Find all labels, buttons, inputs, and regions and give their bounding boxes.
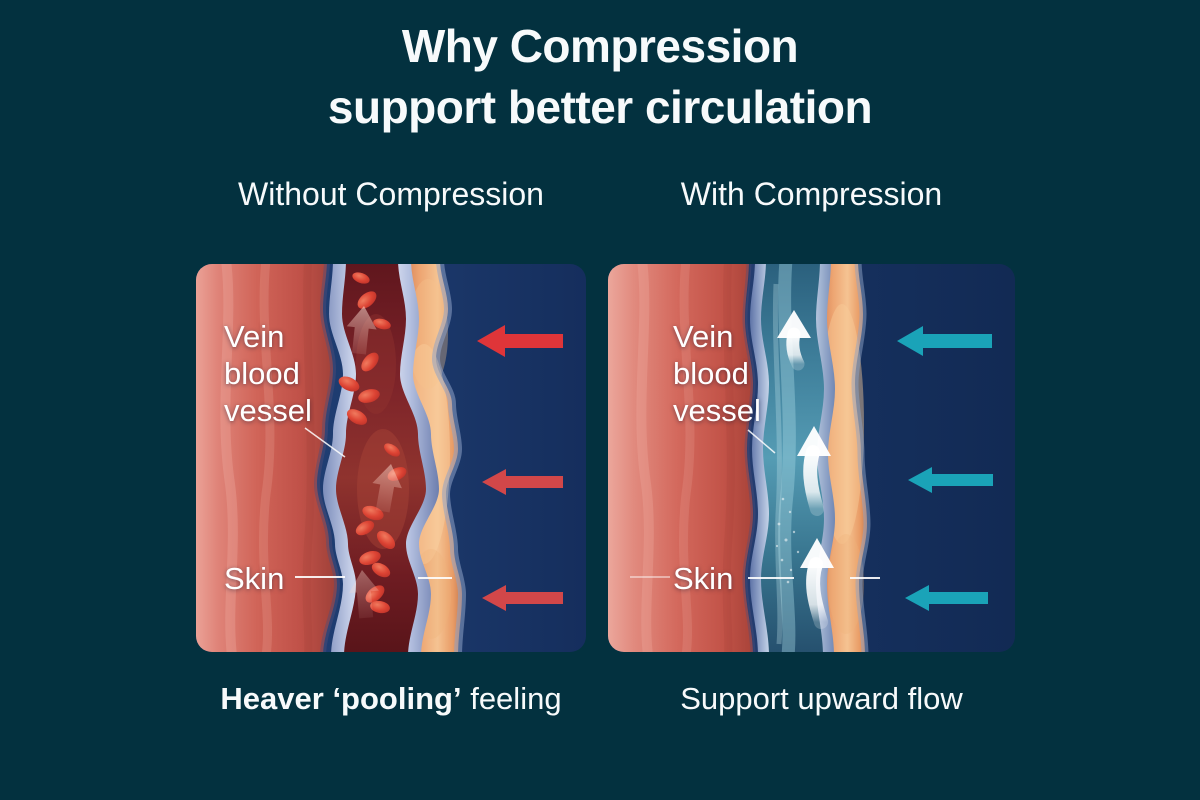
caption-without-compression: Heaver ‘pooling’ feeling bbox=[196, 681, 586, 717]
muscle-streak bbox=[302, 264, 315, 652]
pressure-arrow-left-icon bbox=[482, 585, 563, 611]
vein-illustration-compression bbox=[608, 264, 1015, 652]
skin-surface-rim bbox=[431, 264, 467, 652]
muscle-streak bbox=[678, 264, 695, 652]
skin-label: Skin bbox=[673, 561, 734, 596]
strong-flow-arrows bbox=[777, 310, 834, 629]
illustration-without-compression: Vein blood vessel Skin bbox=[196, 264, 586, 652]
pressure-arrow-left-icon bbox=[477, 325, 563, 357]
pressure-arrow-left-icon bbox=[482, 469, 563, 495]
muscle-streak bbox=[636, 264, 654, 652]
caption-with-compression: Support upward flow bbox=[618, 681, 1025, 717]
strong-flow-arrow-up-icon bbox=[777, 310, 811, 371]
caption-bold-text: Heaver ‘pooling’ bbox=[220, 681, 462, 716]
vein-illustration-no-compression bbox=[196, 264, 586, 652]
column-header-with-compression: With Compression bbox=[680, 176, 943, 212]
skin-label: Skin bbox=[224, 561, 285, 596]
page-title: Why Compression support better circulati… bbox=[0, 16, 1200, 138]
strong-flow-arrow-up-icon bbox=[800, 538, 834, 629]
pooling-pressure-arrows bbox=[477, 325, 563, 611]
flow-core-streak bbox=[778, 264, 796, 652]
caption-regular-text: feeling bbox=[461, 681, 562, 716]
vein-leader-line bbox=[304, 427, 346, 458]
compression-pressure-arrows bbox=[897, 326, 993, 611]
muscle-edge-shadow bbox=[313, 264, 341, 652]
compression-arrow-left-icon bbox=[897, 326, 992, 356]
skin-surface-rim bbox=[851, 264, 871, 652]
page-title-line-1: Why Compression bbox=[401, 20, 799, 72]
illustration-with-compression: Vein blood vessel Skin bbox=[608, 264, 1015, 652]
muscle-streak bbox=[220, 264, 238, 652]
weak-flow-arrow-icon bbox=[346, 306, 402, 619]
strong-flow-arrow-up-icon bbox=[797, 426, 831, 516]
vein-leader-line bbox=[747, 429, 776, 454]
vein-blood-vessel-label: Vein blood vessel bbox=[224, 319, 312, 428]
muscle-tissue bbox=[196, 264, 337, 652]
column-header-without-compression: Without Compression bbox=[238, 176, 544, 212]
skin-highlight bbox=[828, 534, 864, 634]
muscle-edge-shadow bbox=[742, 264, 756, 652]
caption-text: Support upward flow bbox=[680, 681, 963, 716]
flow-core-streak bbox=[772, 283, 783, 645]
muscle-streak bbox=[722, 264, 735, 652]
muscle-tissue bbox=[608, 264, 753, 652]
compression-arrow-left-icon bbox=[905, 585, 988, 611]
flow-sparkles bbox=[775, 497, 800, 584]
page-title-line-2: support better circulation bbox=[327, 81, 873, 133]
muscle-streak bbox=[258, 264, 275, 652]
compression-arrow-left-icon bbox=[908, 467, 993, 493]
vein-blood-vessel-label: Vein blood vessel bbox=[673, 319, 761, 428]
vein-lumen bbox=[336, 264, 426, 652]
